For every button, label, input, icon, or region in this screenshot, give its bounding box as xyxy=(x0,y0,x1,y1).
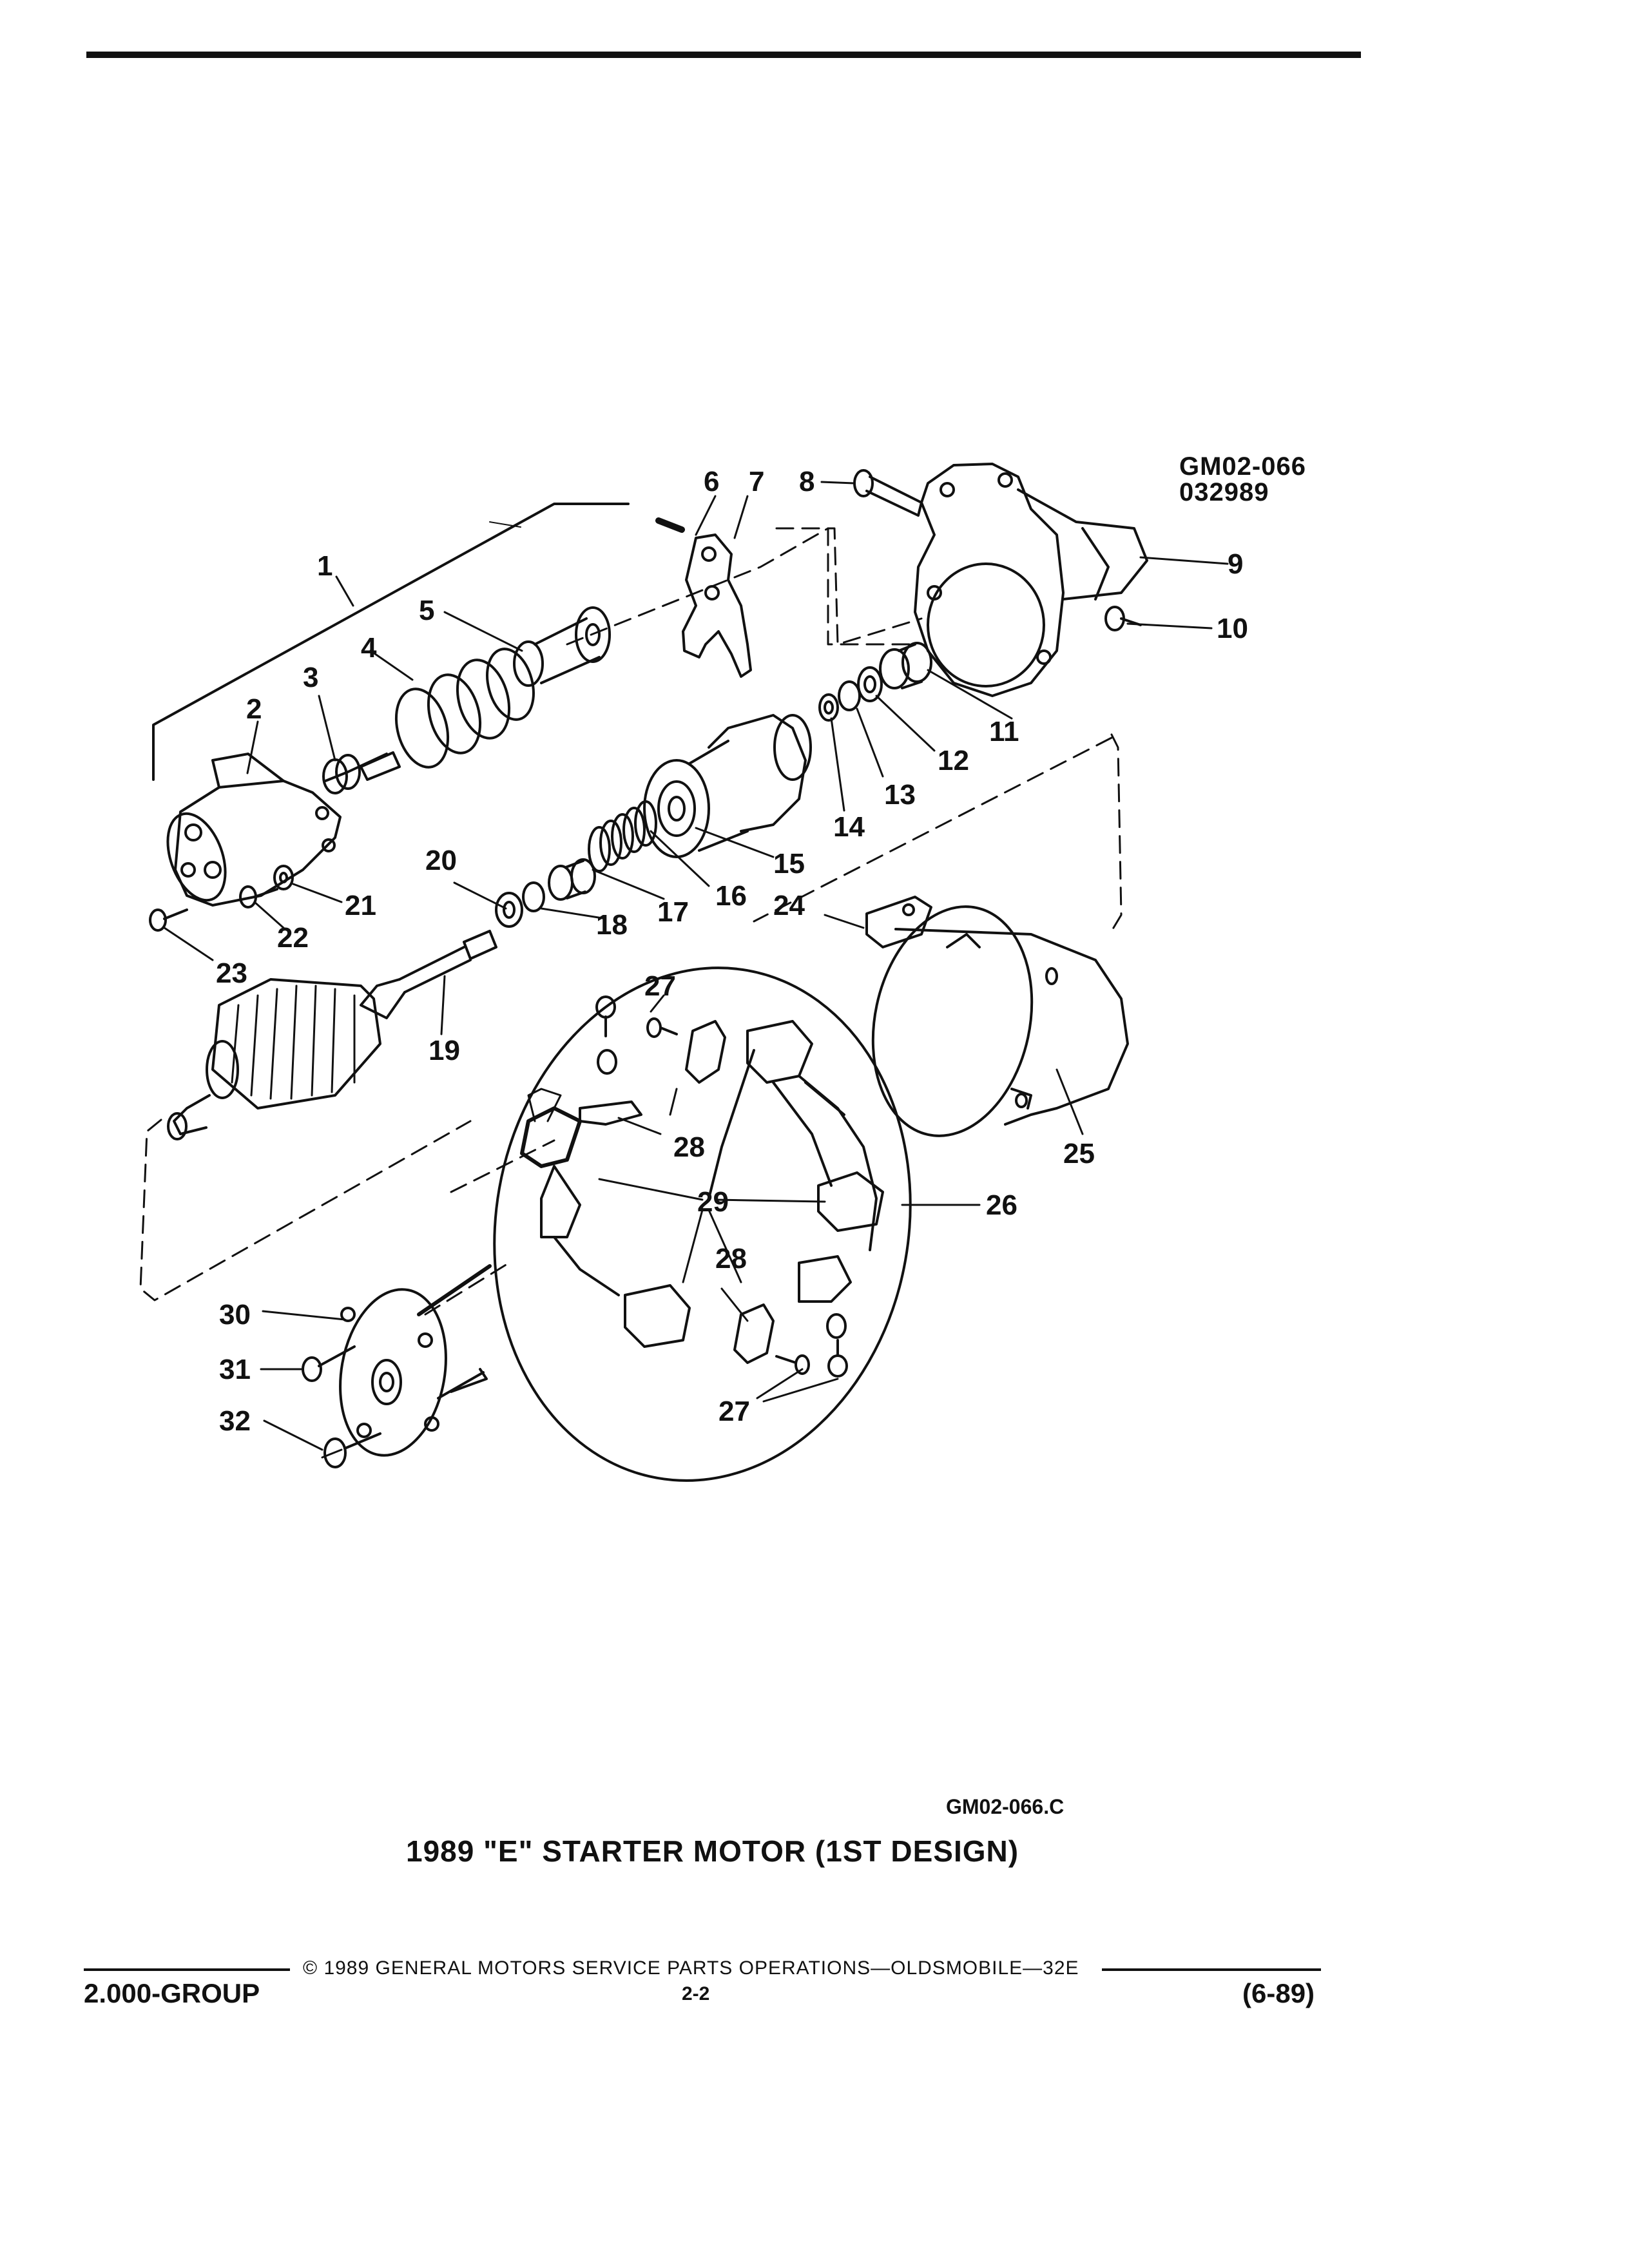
callout-3: 3 xyxy=(303,662,318,693)
callout-12: 12 xyxy=(938,745,969,776)
callout-21: 21 xyxy=(345,890,376,921)
ring-18 xyxy=(522,881,545,912)
bushing xyxy=(879,642,932,689)
drive-sleeve xyxy=(513,606,611,687)
armature xyxy=(167,930,497,1140)
end-frame-bolt xyxy=(321,1432,381,1468)
footer-date: (6-89) xyxy=(1242,1978,1315,2008)
shift-lever xyxy=(682,533,752,678)
callout-27-lower: 27 xyxy=(718,1396,750,1427)
solenoid-bolt xyxy=(149,908,188,932)
ring-20 xyxy=(495,892,523,928)
callout-29: 29 xyxy=(697,1186,729,1218)
callout-5: 5 xyxy=(419,595,434,626)
callout-26: 26 xyxy=(986,1189,1017,1221)
return-spring xyxy=(394,648,535,769)
solenoid-group-bracket xyxy=(152,503,630,781)
solenoid-housing xyxy=(166,753,342,907)
drawing-ref-2: 032989 xyxy=(1179,478,1269,506)
footer-copyright: © 1989 GENERAL MOTORS SERVICE PARTS OPER… xyxy=(303,1957,1079,1979)
callout-4: 4 xyxy=(361,632,377,664)
callout-2: 2 xyxy=(246,693,262,725)
drive-spring xyxy=(588,800,657,872)
frame-plate xyxy=(865,896,932,948)
end-frame-nut xyxy=(302,1345,356,1382)
assembly-guide-lines xyxy=(139,527,1123,1316)
callout-15: 15 xyxy=(773,848,805,879)
callout-19: 19 xyxy=(429,1035,460,1066)
drive-assembly xyxy=(643,714,812,858)
brush-screw-lower-2 xyxy=(775,1354,810,1375)
callout-9: 9 xyxy=(1228,548,1243,580)
callout-11: 11 xyxy=(989,716,1019,747)
leader-lines xyxy=(163,481,1229,1451)
figure-code: GM02-066.C xyxy=(946,1795,1065,1818)
end-frame xyxy=(339,1264,492,1457)
terminal-nut xyxy=(273,865,294,890)
callout-20: 20 xyxy=(425,845,457,876)
callout-13: 13 xyxy=(884,779,916,811)
snap-ring xyxy=(818,693,839,722)
brush-screw-upper-2 xyxy=(646,1017,678,1038)
lever-pin xyxy=(655,517,685,533)
callout-numbers: 1 2 3 4 5 6 7 8 9 10 11 12 13 14 15 16 1… xyxy=(216,466,1248,1437)
callout-6: 6 xyxy=(704,466,719,497)
through-bolt-top xyxy=(853,469,923,517)
callout-25: 25 xyxy=(1063,1138,1095,1169)
callout-23: 23 xyxy=(216,957,247,989)
callout-31: 31 xyxy=(219,1354,251,1385)
callout-28-lower: 28 xyxy=(715,1243,747,1274)
callout-30: 30 xyxy=(219,1299,251,1331)
callout-16: 16 xyxy=(715,880,747,912)
callout-7: 7 xyxy=(749,466,764,497)
callout-28-upper: 28 xyxy=(673,1131,705,1163)
brush-holder-assembly xyxy=(493,966,912,1482)
field-frame xyxy=(871,905,1129,1137)
callout-22: 22 xyxy=(277,922,309,954)
callout-17: 17 xyxy=(657,896,689,928)
figure-title: 1989 "E" STARTER MOTOR (1ST DESIGN) xyxy=(406,1834,1019,1868)
thrust-washer xyxy=(857,666,883,702)
top-rule xyxy=(86,52,1361,58)
drawing-ref-1: GM02-066 xyxy=(1179,452,1306,481)
footer-page-number: 2-2 xyxy=(682,1983,710,2004)
retainer-ring xyxy=(838,680,861,711)
callout-8: 8 xyxy=(799,466,815,497)
drive-housing xyxy=(914,463,1148,697)
footer-group: 2.000-GROUP xyxy=(84,1978,260,2008)
brush-upper xyxy=(685,1020,726,1084)
collar xyxy=(548,858,596,901)
solenoid-screw xyxy=(239,885,278,908)
callout-18: 18 xyxy=(596,909,628,941)
callout-32: 32 xyxy=(219,1405,251,1437)
callout-10: 10 xyxy=(1217,613,1248,644)
housing-nut xyxy=(1104,606,1142,631)
brush-screw-upper xyxy=(595,995,616,1037)
callout-14: 14 xyxy=(833,811,865,843)
callout-1: 1 xyxy=(317,550,333,582)
plunger xyxy=(322,751,401,794)
footer-rule-right xyxy=(1102,1968,1321,1971)
brush-lower xyxy=(733,1303,775,1364)
callout-24: 24 xyxy=(773,890,805,921)
callout-27-upper: 27 xyxy=(644,970,676,1002)
brush-screw-lower xyxy=(827,1339,848,1378)
footer-rule-left xyxy=(84,1968,290,1971)
